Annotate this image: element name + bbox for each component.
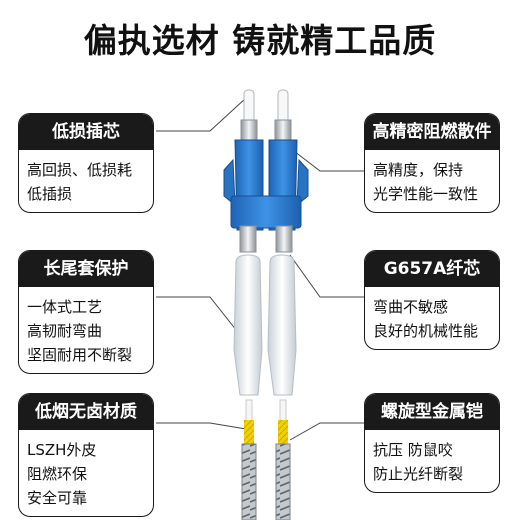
metal-armor — [241, 443, 291, 520]
feature-line: 高精度，保持 — [373, 161, 464, 179]
feature-card-precision: 高精密阻燃散件 高精度，保持 光学性能一致性 — [364, 113, 500, 213]
feature-heading: 长尾套保护 — [19, 251, 153, 287]
feature-line: 弯曲不敏感 — [373, 298, 449, 316]
feature-line: 坚固耐用不断裂 — [27, 346, 133, 364]
feature-card-ferrule: 低损插芯 高回损、低损耗 低插损 — [18, 113, 154, 213]
feature-card-armor: 螺旋型金属铠 抗压 防鼠咬 防止光纤断裂 — [364, 393, 500, 493]
lc-connector-body — [223, 139, 309, 253]
feature-line: 良好的机械性能 — [373, 322, 479, 340]
feature-line: LSZH外皮 — [27, 441, 97, 459]
ferrule-right — [274, 89, 292, 141]
page-title: 偏执选材 铸就精工品质 — [83, 21, 437, 60]
feature-card-fiber-core: G657A纤芯 弯曲不敏感 良好的机械性能 — [364, 250, 500, 350]
fiber-core — [244, 399, 288, 446]
feature-line: 安全可靠 — [27, 489, 88, 507]
feature-card-boot: 长尾套保护 一体式工艺 高韧耐弯曲 坚固耐用不断裂 — [18, 250, 154, 374]
boot-left — [233, 254, 263, 396]
feature-line: 低插损 — [27, 185, 73, 203]
feature-heading: 螺旋型金属铠 — [365, 394, 499, 430]
feature-heading: G657A纤芯 — [365, 251, 499, 287]
feature-heading: 低损插芯 — [19, 114, 153, 150]
callout-lines — [156, 97, 364, 441]
feature-line: 抗压 防鼠咬 — [373, 441, 453, 459]
feature-line: 高回损、低损耗 — [27, 161, 133, 179]
feature-card-lszh: 低烟无卤材质 LSZH外皮 阻燃环保 安全可靠 — [18, 393, 154, 517]
feature-heading: 低烟无卤材质 — [19, 394, 153, 430]
feature-line: 防止光纤断裂 — [373, 465, 464, 483]
feature-line: 高韧耐弯曲 — [27, 322, 103, 340]
feature-line: 阻燃环保 — [27, 465, 88, 483]
feature-line: 一体式工艺 — [27, 298, 103, 316]
feature-heading: 高精密阻燃散件 — [365, 114, 499, 150]
feature-line: 光学性能一致性 — [373, 185, 479, 203]
boot-right — [267, 254, 297, 396]
ferrule-left — [240, 89, 258, 141]
